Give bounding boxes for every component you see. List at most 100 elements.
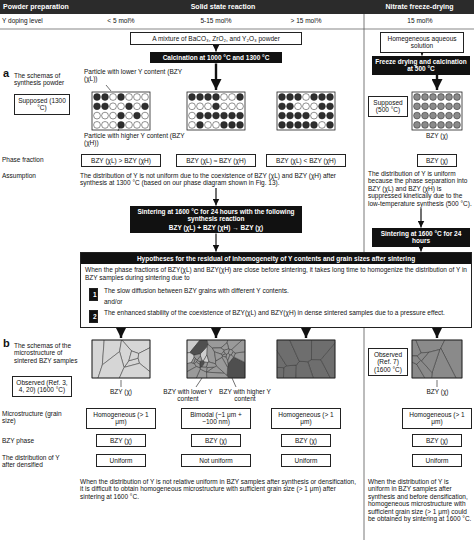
grain: [206, 367, 213, 372]
powder-particle: [319, 122, 326, 129]
powder-particle: [303, 103, 310, 110]
value-box: Supposed (500 °C): [368, 96, 408, 117]
powder-particle: [229, 103, 236, 110]
powder-particle: [279, 103, 286, 110]
powder-particle: [303, 112, 310, 119]
powder-particle: [229, 122, 236, 129]
powder-particle: [430, 94, 437, 101]
powder-particle: [438, 94, 445, 101]
grain: [232, 340, 245, 353]
value-box: BZY (χL) ≈ BZY (χH): [176, 154, 256, 167]
powder-particle: [197, 122, 204, 129]
value-box: Homegeneous aqueous solution: [380, 32, 464, 53]
header-label: Powder preparation: [3, 3, 81, 11]
powder-particle: [287, 112, 294, 119]
node-text: Homogeneous (> 1 μm): [275, 411, 337, 426]
node-text: 2: [90, 311, 97, 322]
column-label: < 5 mol%: [80, 17, 162, 24]
powder-frame: [187, 92, 245, 130]
grain: [417, 352, 428, 361]
flow-connector: [215, 233, 216, 251]
node-text: BZY (χ): [416, 437, 458, 444]
powder-particle: [446, 112, 453, 119]
note-text: The distribution of Y is not uniform due…: [80, 172, 360, 187]
powder-particle: [430, 112, 437, 119]
grain: [119, 363, 150, 378]
header-bar: Solid state reaction: [84, 1, 362, 13]
value-box: Homogeneous (> 1 μm): [86, 408, 156, 429]
callout-label: BZY with lower Y content: [160, 388, 216, 403]
powder-particle: [327, 112, 334, 119]
powder-particle: [319, 94, 326, 101]
node-text: Supposed (500 °C): [372, 99, 404, 114]
powder-particle: [126, 112, 133, 119]
powder-particle: [287, 94, 294, 101]
node-text: BZY (χL) ≈ BZY (χH): [180, 157, 252, 164]
callout-label: BZY (χ): [412, 132, 462, 139]
node-text: Hypotheses for the residual of inhomogen…: [81, 253, 471, 264]
powder-particle: [295, 103, 302, 110]
flow-connector: [215, 45, 216, 51]
leader-line: [196, 378, 202, 387]
number-box: 1: [89, 288, 98, 301]
powder-particle: [205, 94, 212, 101]
grain: [228, 355, 234, 364]
powder-particle: [311, 112, 318, 119]
powder-particle: [221, 122, 228, 129]
node-text: Observed (Ref. 3, 4, 20) (1600 °C): [16, 379, 68, 394]
powder-particle: [197, 94, 204, 101]
flow-arrow: [436, 75, 438, 90]
hypothesis-item: The slow diffusion between BZY grains wi…: [104, 287, 454, 294]
powder-frame: [412, 92, 462, 130]
powder-particle: [279, 112, 286, 119]
powder-particle: [134, 94, 141, 101]
powder-particle: [303, 94, 310, 101]
column-label: 5-15 mol%: [175, 17, 257, 24]
powder-particle: [303, 122, 310, 129]
row-label: Y doping level: [2, 17, 80, 24]
powder-particle: [94, 103, 101, 110]
grain: [290, 340, 312, 362]
process-box: Sintering at 1600 °C for 24 hours with t…: [130, 206, 302, 233]
grain: [98, 352, 124, 378]
powder-particle: [118, 103, 125, 110]
hypothesis-item: The enhanced stability of the coexistenc…: [104, 309, 454, 316]
node-text: Supposed (1300 °C): [18, 97, 66, 112]
powder-particle: [189, 112, 196, 119]
powder-particle: [118, 122, 125, 129]
node-text: Observed (Ref. 7) (1600 °C): [372, 351, 404, 373]
powder-particle: [446, 94, 453, 101]
row-label: Microstructure (grain size): [2, 410, 74, 425]
flow-arrow: [215, 63, 217, 90]
powder-particle: [279, 122, 286, 129]
microstructure-frame: [187, 340, 245, 378]
callout-label: BZY with higher Y content: [218, 388, 272, 403]
node-text: A mixture of BaCO₃, ZrO₂, and Y₂O₃ powde…: [134, 35, 298, 42]
connector-word: and/or: [104, 298, 164, 305]
powder-particle: [422, 112, 429, 119]
row-label: Phase fraction: [2, 156, 74, 163]
row-label: The schemas of synthesis powder: [14, 72, 76, 87]
flow-arrow: [215, 188, 216, 206]
powder-particle: [287, 103, 294, 110]
callout-label: BZY (χ): [410, 388, 465, 395]
grain: [277, 367, 284, 378]
value-box: Uniform: [96, 454, 146, 467]
grain: [206, 362, 216, 368]
grain: [197, 356, 202, 361]
value-box: BZY (χ): [417, 154, 457, 167]
powder-particle: [279, 94, 286, 101]
microstructure-frame: [412, 340, 462, 378]
node-text: BZY (χ): [100, 437, 142, 444]
powder-particle: [438, 112, 445, 119]
powder-particle: [327, 122, 334, 129]
grain: [283, 365, 296, 378]
row-label: The schemas of the microstructure of sin…: [14, 342, 78, 364]
powder-particle: [205, 122, 212, 129]
microstructure-frame: [92, 340, 150, 378]
value-box: Observed (Ref. 3, 4, 20) (1600 °C): [12, 376, 72, 397]
node-text: Calcination at 1000 °C and 1300 °C: [153, 54, 279, 61]
powder-particle: [189, 103, 196, 110]
leader-line: [232, 378, 236, 387]
powder-particle: [229, 94, 236, 101]
